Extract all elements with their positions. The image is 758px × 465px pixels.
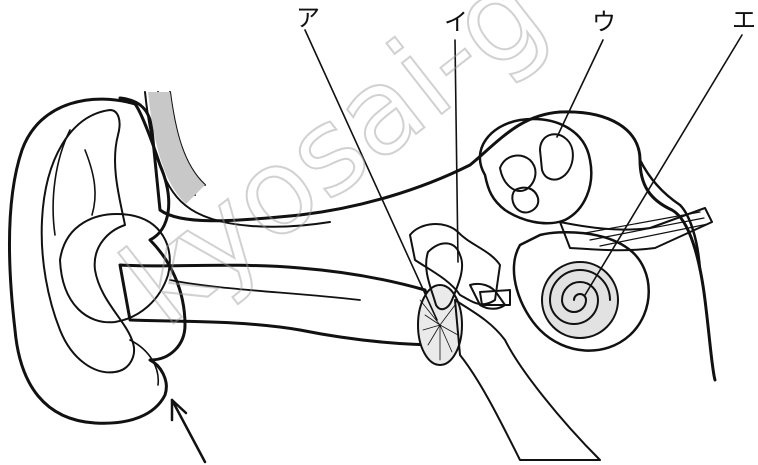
eardrum <box>418 285 462 365</box>
leader-line-u <box>557 40 603 137</box>
label-a: ア <box>296 4 320 32</box>
label-e: エ <box>732 6 756 34</box>
leader-line-e <box>585 35 742 295</box>
label-u: ウ <box>592 8 616 36</box>
arrow-icon <box>172 400 205 462</box>
semicircular-canals <box>480 119 591 223</box>
cochlea <box>514 232 649 350</box>
right-contour <box>640 160 700 270</box>
